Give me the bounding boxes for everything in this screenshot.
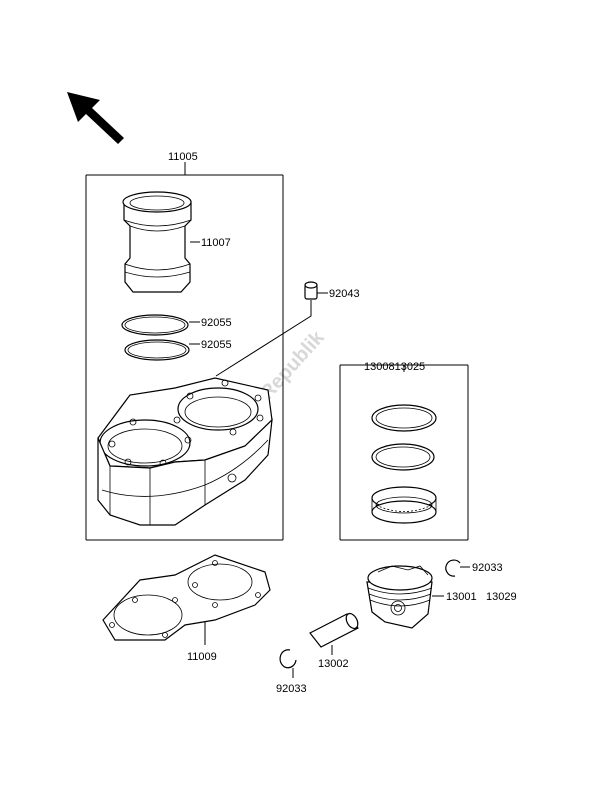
label-circlip-left[interactable]: 92033 bbox=[276, 683, 307, 695]
label-o-ring-upper[interactable]: 92055 bbox=[201, 317, 232, 329]
piston-ring-top[interactable] bbox=[371, 404, 437, 432]
label-piston-ring-set[interactable]: 1300813025 bbox=[364, 361, 425, 373]
label-head-gasket[interactable]: 11009 bbox=[187, 651, 217, 663]
oil-ring[interactable] bbox=[371, 486, 437, 524]
label-dowel-pin[interactable]: 92043 bbox=[329, 288, 360, 300]
piston-ring-second[interactable] bbox=[371, 443, 435, 471]
dowel-pin[interactable] bbox=[304, 281, 318, 300]
cylinder-block[interactable] bbox=[97, 377, 273, 526]
cylinder-liner[interactable] bbox=[122, 191, 192, 293]
front-direction-arrow-icon bbox=[67, 92, 124, 144]
o-ring-upper[interactable] bbox=[121, 314, 189, 336]
label-o-ring-lower[interactable]: 92055 bbox=[201, 339, 232, 351]
label-piston[interactable]: 13001 bbox=[446, 591, 477, 603]
cylinder-assembly-frame bbox=[85, 162, 284, 541]
label-piston-alt[interactable]: 13029 bbox=[486, 591, 517, 603]
label-cylinder-assembly[interactable]: 11005 bbox=[168, 151, 198, 163]
label-cylinder-liner[interactable]: 11007 bbox=[201, 237, 231, 249]
head-gasket[interactable] bbox=[102, 554, 271, 641]
piston-pin[interactable] bbox=[309, 612, 360, 648]
piston[interactable] bbox=[366, 565, 433, 629]
label-piston-pin[interactable]: 13002 bbox=[318, 658, 349, 670]
label-circlip-right[interactable]: 92033 bbox=[472, 562, 503, 574]
circlip-left[interactable] bbox=[279, 649, 297, 669]
o-ring-lower[interactable] bbox=[124, 339, 190, 361]
piston-ring-set-frame bbox=[339, 364, 469, 541]
circlip-right[interactable] bbox=[445, 559, 461, 577]
